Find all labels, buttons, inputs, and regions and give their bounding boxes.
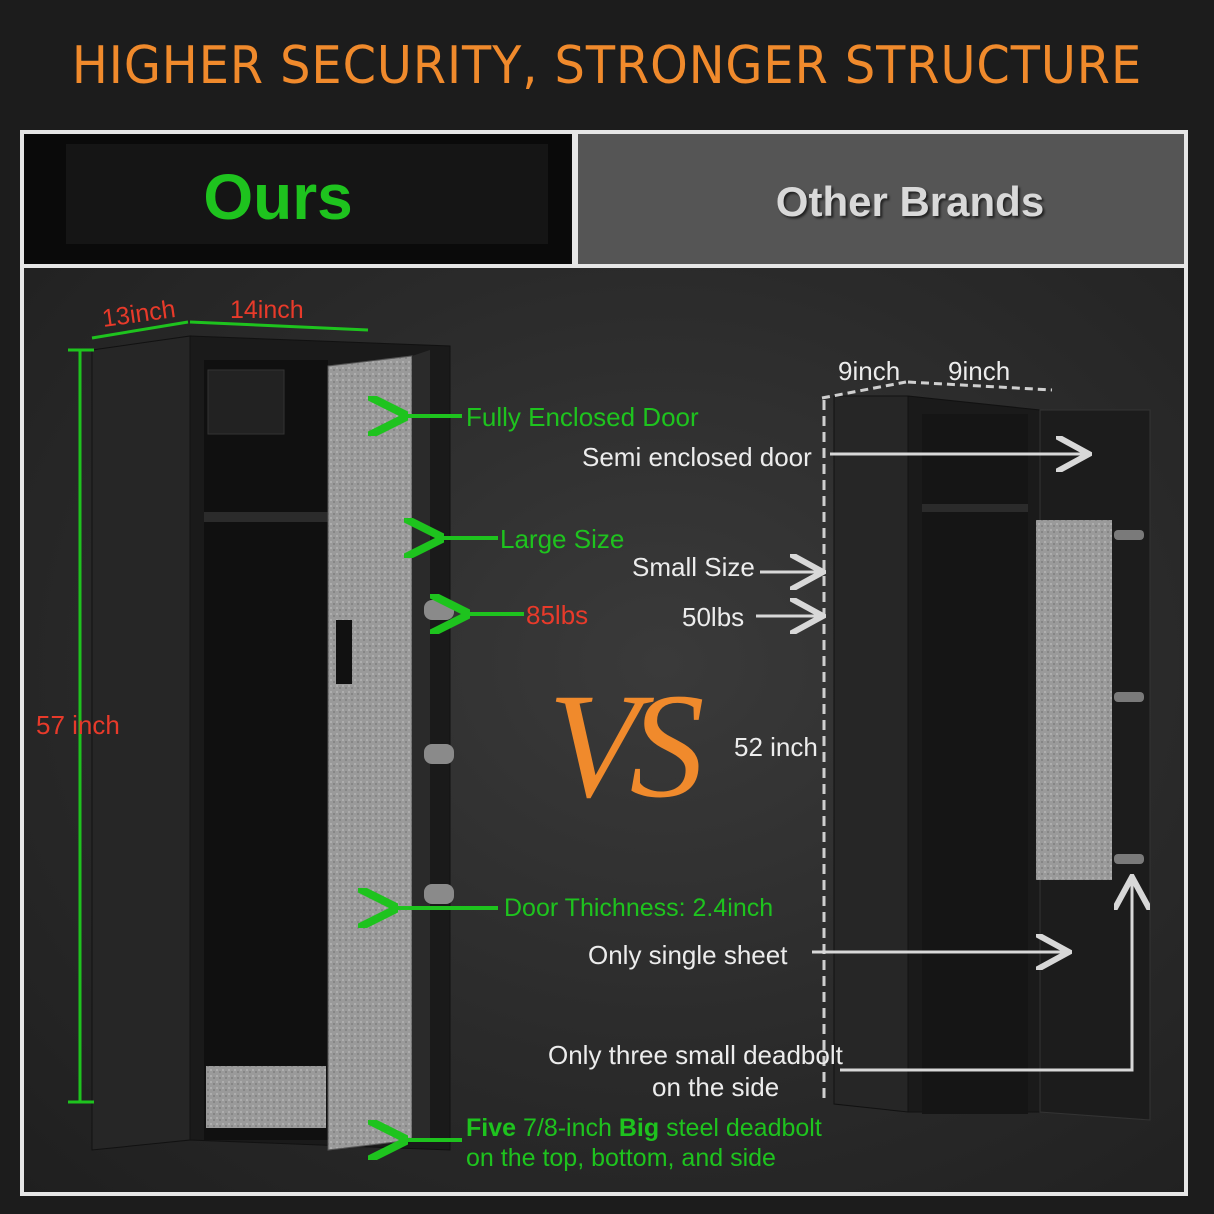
our-size-label: Large Size: [500, 524, 625, 554]
other-door-label: Semi enclosed door: [582, 442, 812, 472]
tab-ours-panel: [66, 144, 548, 244]
our-safe-door: [327, 355, 413, 1151]
vs-badge: VS: [548, 663, 705, 829]
other-sheet-label: Only single sheet: [588, 940, 788, 970]
other-weight-label: 50lbs: [682, 602, 745, 632]
other-safe-side: [833, 395, 909, 1113]
our-deadbolt-label-line1: Five 7/8-inch Big steel deadbolt: [466, 1114, 822, 1143]
other-depth-label: 9inch: [838, 356, 901, 386]
tab-other-brands: [578, 134, 1184, 264]
other-safe-door-felt: [1036, 520, 1112, 880]
other-deadbolt-label-line1: Only three small deadbolt: [548, 1040, 843, 1070]
other-deadbolt-label-line2: on the side: [652, 1072, 780, 1102]
other-depth-line: [821, 380, 907, 400]
other-safe-shelf: [922, 504, 1028, 512]
other-safe-illustration: [833, 395, 1151, 1121]
our-safe-deadbolt-1: [424, 600, 454, 620]
deadbolt-size: 7/8-inch: [516, 1114, 619, 1142]
our-deadbolt-label-line2: on the top, bottom, and side: [466, 1144, 776, 1172]
other-width-label: 9inch: [948, 356, 1011, 386]
arrow-three-deadbolt: [840, 880, 1132, 1072]
our-width-line: [189, 320, 369, 332]
our-safe-floor-felt: [206, 1066, 326, 1128]
tab-separator: [572, 134, 578, 264]
our-safe-side: [91, 335, 191, 1151]
our-safe-keypad: [336, 620, 352, 684]
other-safe-deadbolt-2: [1114, 692, 1144, 702]
other-safe-interior: [922, 414, 1028, 1114]
tab-ours-label: Ours: [203, 161, 353, 233]
our-safe-illustration: [91, 335, 454, 1151]
our-safe-interior: [204, 360, 328, 1140]
other-safe-deadbolt-1: [1114, 530, 1144, 540]
page-headline: HIGHER SECURITY, STRONGER STRUCTURE: [71, 36, 1143, 96]
our-safe-shelf-box: [207, 369, 285, 435]
header-divider: [24, 264, 1184, 268]
our-door-label: Fully Enclosed Door: [466, 402, 699, 432]
our-thickness-label: Door Thichness: 2.4inch: [504, 894, 774, 922]
our-height-label: 57 inch: [36, 710, 120, 740]
tab-other-brands-label: Other Brands: [775, 178, 1045, 225]
other-height-label: 52 inch: [734, 732, 818, 762]
other-width-line: [907, 380, 1053, 392]
our-width-label: 14inch: [230, 296, 304, 324]
other-safe-deadbolt-3: [1114, 854, 1144, 864]
our-safe-deadbolt-3: [424, 884, 454, 904]
deadbolt-steel: steel deadbolt: [659, 1114, 822, 1142]
other-size-label: Small Size: [632, 552, 755, 582]
our-safe-deadbolt-2: [424, 744, 454, 764]
our-safe-door-edge: [412, 350, 430, 1140]
our-depth-line: [91, 320, 189, 340]
our-weight-label: 85lbs: [526, 600, 589, 630]
our-safe-shelf: [204, 512, 328, 522]
deadbolt-big: Big: [618, 1114, 660, 1142]
deadbolt-five: Five: [466, 1114, 517, 1142]
